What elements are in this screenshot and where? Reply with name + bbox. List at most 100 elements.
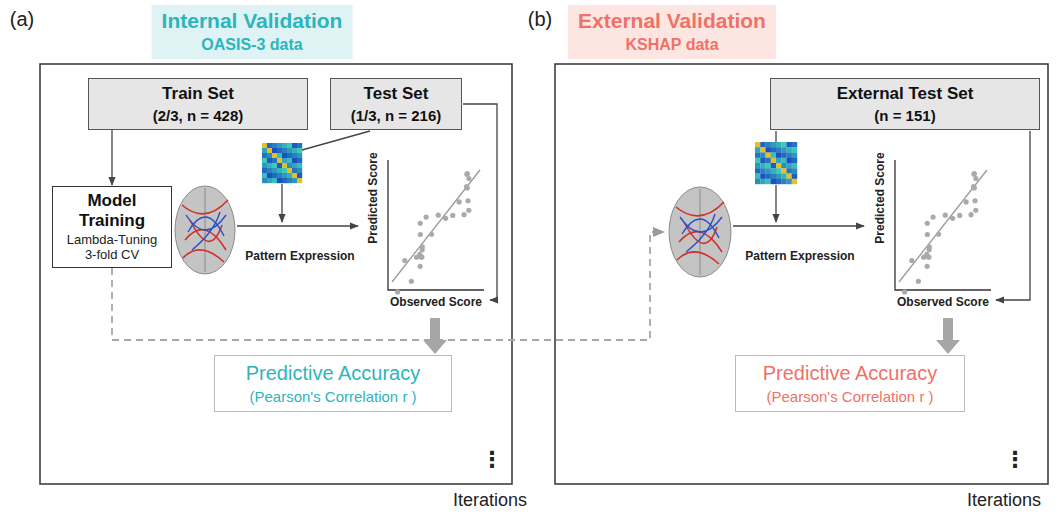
connectivity-matrix	[282, 168, 287, 173]
connectivity-matrix	[771, 174, 776, 179]
connectivity-matrix	[262, 148, 267, 153]
continuation-dots: ⋮	[1004, 448, 1026, 472]
connectivity-matrix	[755, 153, 760, 158]
connectivity-matrix	[262, 178, 267, 183]
connectivity-matrix	[766, 153, 771, 158]
scatter-point	[971, 184, 976, 189]
flow-arrow	[733, 225, 864, 226]
scatter-axes	[388, 160, 484, 290]
connectivity-matrix	[766, 168, 771, 173]
data-set-box: Test Set(1/3, n = 216)	[330, 78, 462, 130]
connectivity-matrix	[792, 179, 797, 184]
connectivity-matrix	[771, 168, 776, 173]
connectivity-matrix	[760, 147, 765, 152]
data-set-box: External Test Set(n = 151)	[770, 78, 1040, 130]
connectivity-matrix	[262, 158, 267, 163]
connectivity-matrix	[771, 158, 776, 163]
scatter-point	[466, 208, 471, 213]
scatter-point	[450, 213, 455, 218]
connectivity-matrix	[267, 158, 272, 163]
connectivity-matrix	[277, 153, 282, 158]
connectivity-matrix	[776, 179, 781, 184]
connectivity-matrix	[755, 174, 760, 179]
scatter-point	[429, 232, 434, 237]
connectivity-matrix	[755, 179, 760, 184]
scatter-point	[927, 244, 932, 249]
connectivity-matrix	[781, 174, 786, 179]
connectivity-matrix	[771, 153, 776, 158]
connectivity-matrix	[297, 153, 302, 158]
scatter-point	[972, 171, 977, 176]
brain-image	[175, 186, 235, 274]
panel-letter: (a)	[10, 8, 34, 30]
connectivity-matrix	[277, 158, 282, 163]
connectivity-matrix	[262, 163, 267, 168]
box-body: Lambda-Tuning 3-fold CV	[63, 233, 161, 263]
scatter-point	[395, 171, 979, 295]
connectivity-matrix	[760, 142, 765, 147]
scatter-point	[402, 258, 407, 263]
scatter-point	[971, 172, 976, 177]
panel-header: External ValidationKSHAP data	[568, 5, 776, 59]
connectivity-matrix	[267, 148, 272, 153]
box-body: (1/3, n = 216)	[351, 107, 441, 124]
connectivity-matrix	[267, 153, 272, 158]
result-arrow	[423, 318, 447, 354]
box-body: KSHAP data	[625, 36, 718, 54]
scatter-point	[973, 208, 978, 213]
connectivity-matrix	[262, 173, 267, 178]
connectivity-matrix	[262, 153, 267, 158]
connectivity-matrix	[297, 158, 302, 163]
scatter-point	[936, 232, 941, 237]
scatter-point	[925, 232, 930, 237]
scatter-axes	[388, 160, 991, 290]
connectivity-matrix	[282, 173, 287, 178]
connectivity-matrix	[267, 178, 272, 183]
connectivity-matrix	[282, 148, 287, 153]
connectivity-matrix	[755, 163, 760, 168]
connectivity-matrix	[776, 158, 781, 163]
box-body: (Pearson's Correlation r )	[249, 388, 416, 405]
scatter-axes	[895, 160, 991, 290]
connectivity-matrix	[282, 158, 287, 163]
brain-image	[186, 212, 226, 250]
connectivity-matrix	[766, 163, 771, 168]
connectivity-matrix	[755, 158, 760, 163]
connectivity-matrix	[771, 142, 776, 147]
connectivity-matrix	[760, 168, 765, 173]
scatter-point	[964, 199, 969, 204]
connectivity-matrix	[292, 148, 297, 153]
box-title: Internal Validation	[162, 9, 343, 33]
connectivity-matrix	[781, 158, 786, 163]
scatter-point	[443, 216, 448, 221]
connectivity-matrix	[766, 147, 771, 152]
connectivity-matrix	[292, 178, 297, 183]
connectivity-matrix	[760, 158, 765, 163]
data-set-box: Train Set(2/3, n = 428)	[88, 78, 308, 130]
connectivity-matrix	[787, 174, 792, 179]
scatter-point	[417, 252, 422, 257]
panel-letter: (b)	[528, 8, 552, 30]
flow-arrow	[775, 131, 776, 142]
scatter-point	[418, 221, 423, 226]
box-body: (Pearson's Correlation r )	[766, 388, 933, 405]
connectivity-matrix	[755, 168, 760, 173]
connectivity-matrix	[792, 174, 797, 179]
connectivity-matrix	[272, 143, 277, 148]
scatter-point	[909, 258, 914, 263]
result-box: Predictive Accuracy(Pearson's Correlatio…	[735, 355, 965, 412]
connectivity-matrix	[766, 179, 771, 184]
connectivity-matrix	[292, 163, 297, 168]
scatter-point	[464, 184, 469, 189]
connectivity-matrix	[287, 168, 292, 173]
brain-image	[676, 202, 724, 264]
connectivity-matrix	[776, 147, 781, 152]
connectivity-matrix	[766, 174, 771, 179]
continuation-dots: ⋮	[481, 448, 503, 472]
connectivity-matrix	[755, 147, 760, 152]
scatter-point	[902, 289, 907, 294]
brain-image	[182, 200, 228, 262]
scatter-point	[418, 232, 423, 237]
connectivity-matrix	[277, 178, 282, 183]
scatter-point	[395, 289, 400, 294]
